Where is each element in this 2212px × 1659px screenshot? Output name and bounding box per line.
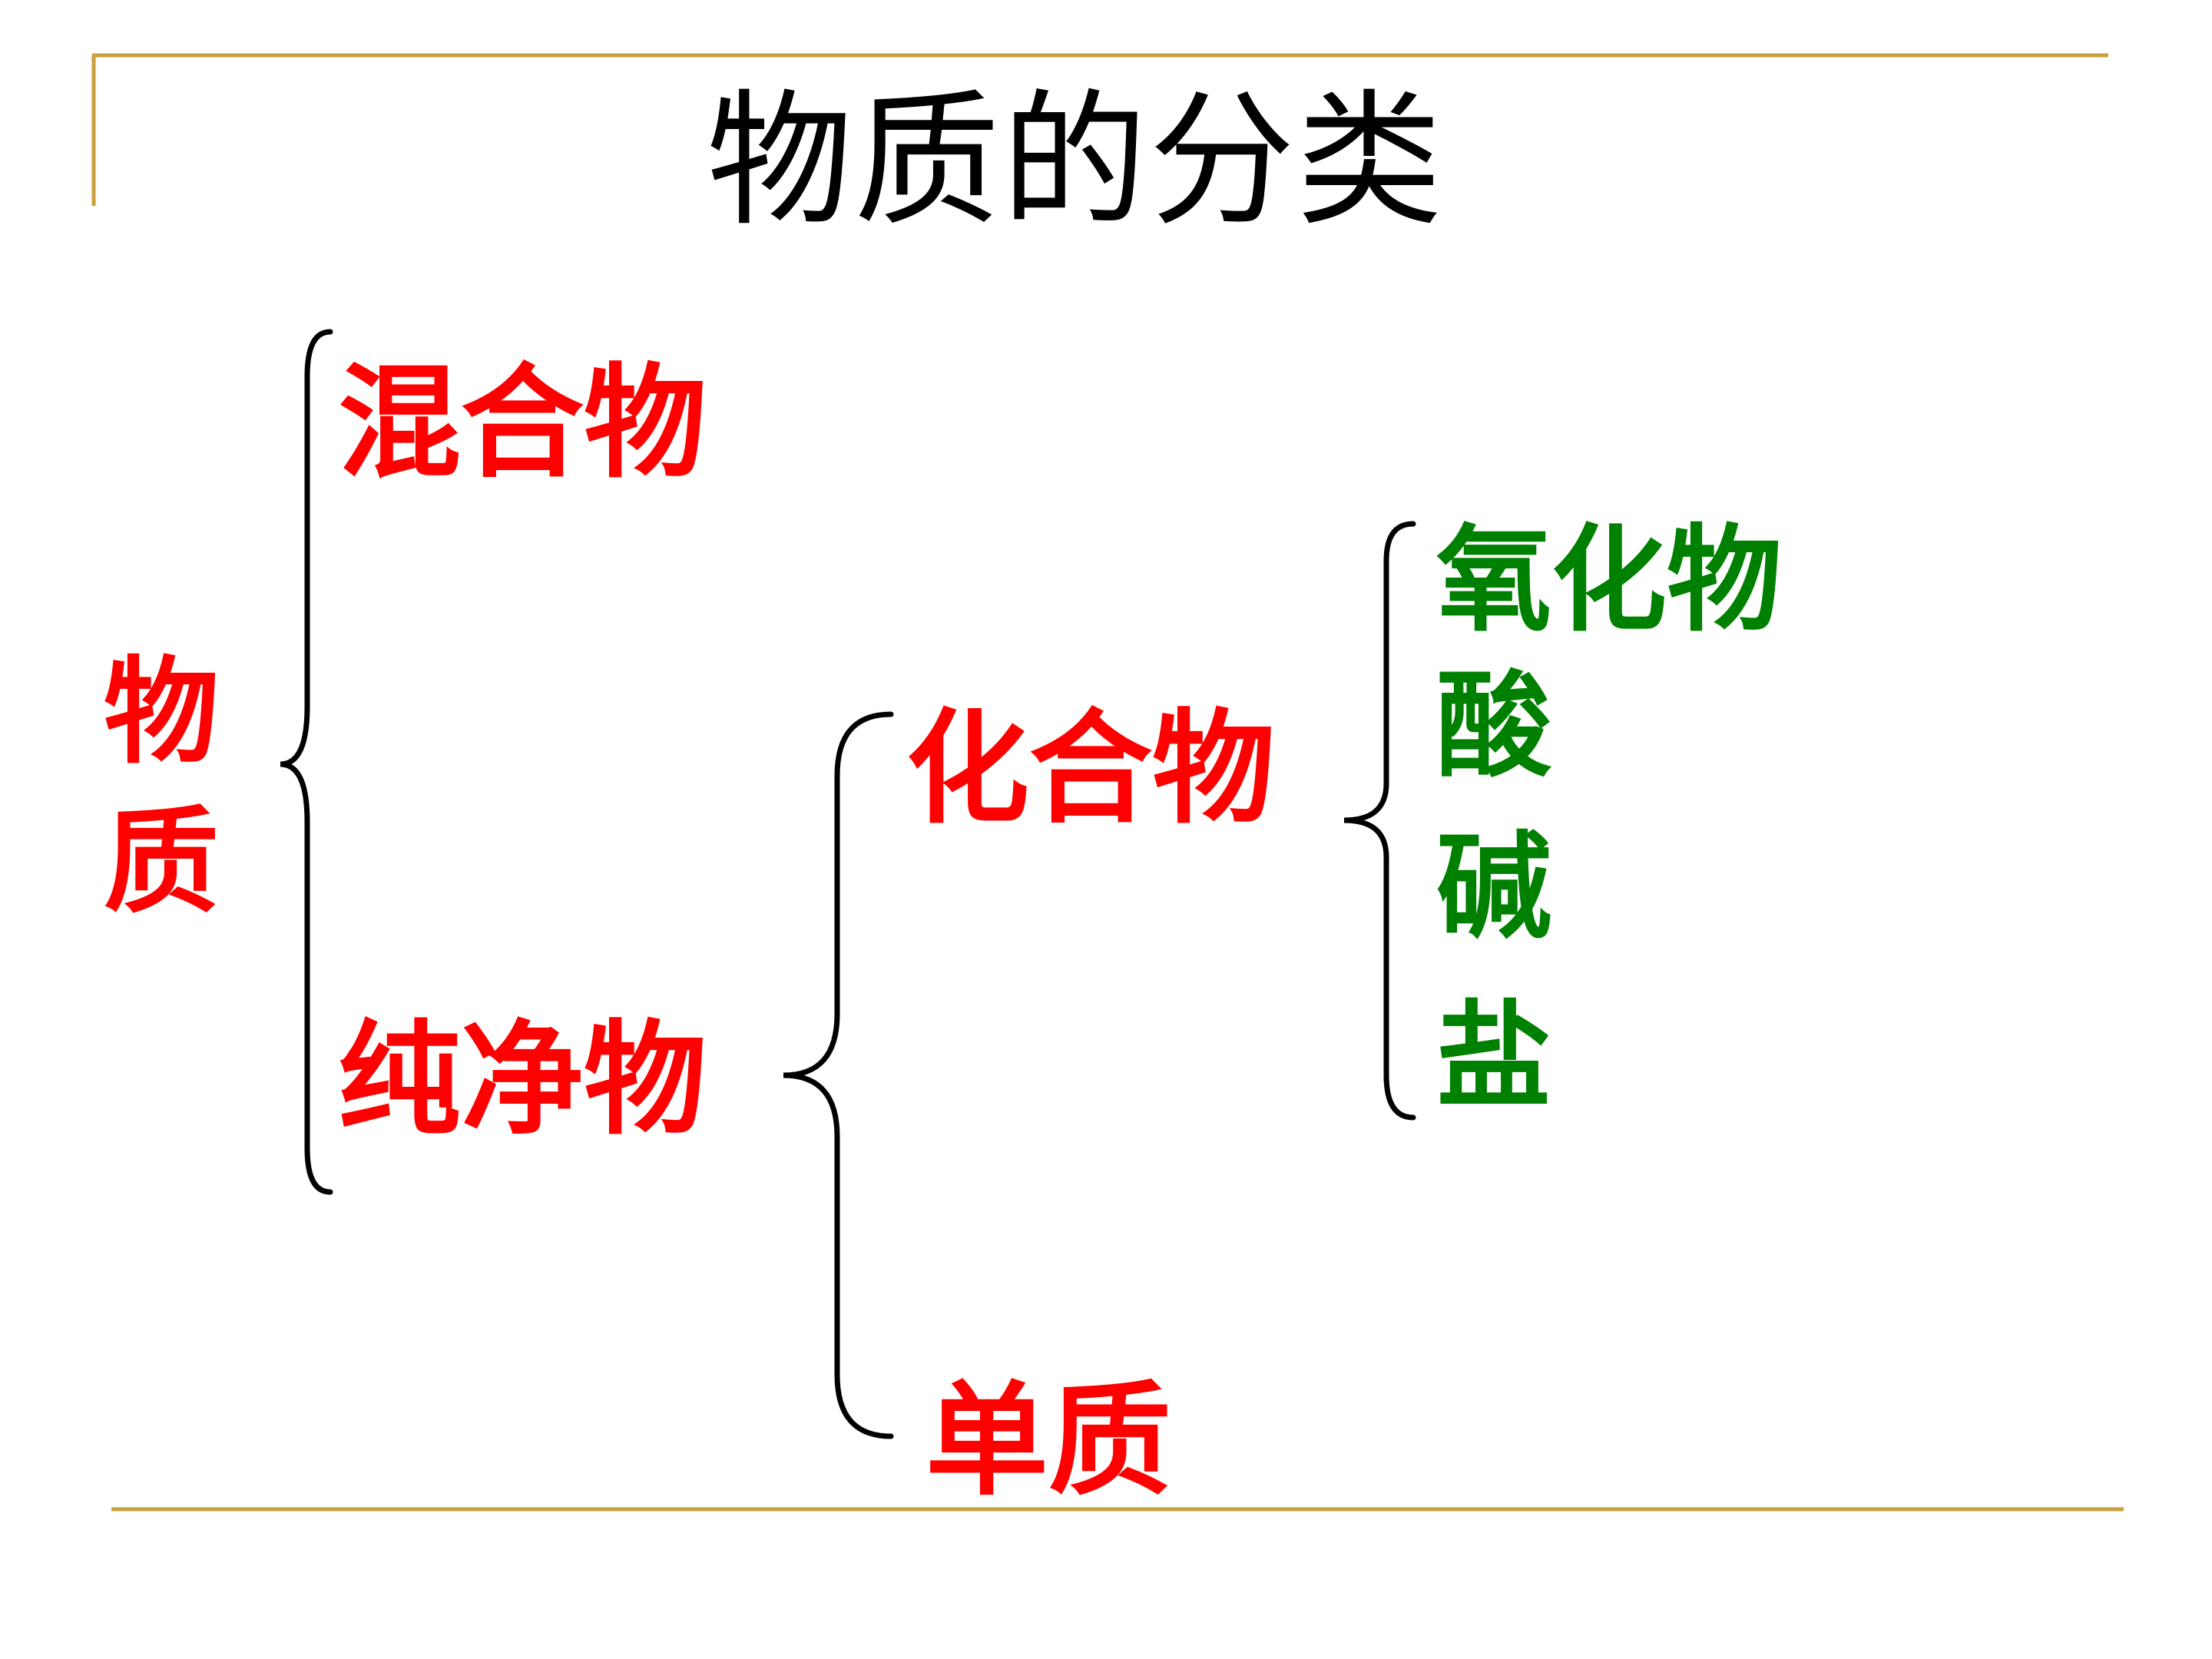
leaf-salt: 盐 [1436,988,1552,1124]
node-element: 单质 [926,1368,1172,1512]
bracket-root [280,329,333,1195]
root-node-matter: 物质 [103,644,219,929]
leaf-base: 碱 [1436,820,1552,955]
node-compound: 化合物 [906,696,1276,840]
leaf-acid: 酸 [1436,658,1552,793]
leaf-oxide: 氧化物 [1436,512,1783,647]
decorative-rules [91,53,2124,1512]
node-pure-substance: 纯净物 [338,1007,707,1151]
slide-title: 物质的分类 [707,76,1445,246]
node-mixture: 混合物 [338,350,707,495]
bracket-compound [1343,521,1416,1121]
bracket-pure [783,711,894,1439]
